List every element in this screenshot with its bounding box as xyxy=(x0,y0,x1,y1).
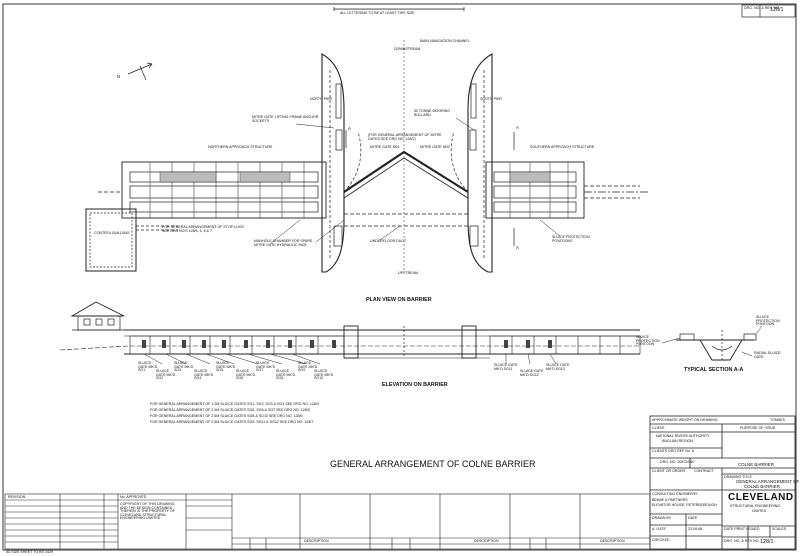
plan-view-title: PLAN VIEW ON BARRIER xyxy=(366,297,432,303)
tb-clients-ref-label: CLIENTS DRG REF No. & xyxy=(652,449,695,453)
tb-title-line2: COLNE BARRIER xyxy=(744,484,780,489)
sluice-gate-label: SLUICE GATE MK'D SG13 xyxy=(546,363,570,371)
ll-description-2: DESCRIPTION xyxy=(474,539,499,543)
section-mark-1: A xyxy=(348,126,351,131)
sluice-gate-label: SLUICE GATE MK'D SG4 xyxy=(194,369,214,381)
north-arrow-label: N xyxy=(117,74,121,79)
north-arrow-icon xyxy=(127,62,153,81)
drawing-title: GENERAL ARRANGEMENT OF COLNE BARRIER xyxy=(330,459,536,469)
tb-client-region: ANGLIAN REGION xyxy=(662,439,693,443)
sluice-gate-label: SLUICE GATE MK'D SG3 xyxy=(174,361,194,373)
sluice-gate-label: SLUICE GATE MK'D SG8 xyxy=(276,369,296,381)
sluice-gate-label: SLUICE GATE MK'D SG6 xyxy=(236,369,256,381)
sluice-protection-label: SLUICE PROTECTION PONTOONS xyxy=(552,235,590,243)
ll-description-3: DESCRIPTION xyxy=(600,539,625,543)
tb-weight-label: APPROXIMATE WEIGHT ON DRAWING xyxy=(652,418,718,422)
tb-consulting-addr: ELEVATOR HOUSE, PETERBOROUGH xyxy=(652,503,717,507)
note-3: FOR GENERAL ARRANGEMENT OF 2.5M SLUICE G… xyxy=(150,414,303,418)
sluice-gate-label: SLUICE GATE MK'D SG5 xyxy=(216,361,236,373)
tb-drawn-initials: A. GATE xyxy=(652,527,666,531)
note-1: FOR GENERAL ARRANGEMENT OF 1.2M SLUICE G… xyxy=(150,402,319,406)
tb-drawing-title-label: DRAWING TITLE xyxy=(724,475,752,479)
section-pontoon-label: SLUICE PROTECTION PONTOON xyxy=(636,335,660,347)
header-drg-number: 128/1 xyxy=(770,7,784,13)
section-mark-3: A xyxy=(516,245,519,250)
south-approach-label: SOUTHERN APPROACH STRUCTURE xyxy=(530,145,595,149)
note-2: FOR GENERAL ARRANGEMENT OF 2.0M SLUICE G… xyxy=(150,408,310,412)
control-building-label: CONTROL BUILDING xyxy=(94,231,130,235)
section-a-a-drawing xyxy=(661,325,763,361)
note-4: FOR GENERAL ARRANGEMENT OF 2.5M SLUICE G… xyxy=(150,420,314,424)
sluice-gate-label: SLUICE GATE MK'D SG11 xyxy=(494,363,518,371)
stop-logs-note: FOR GENERAL ARRANGEMENT OF STOP LOGS SEE… xyxy=(162,225,244,233)
tb-client-label: CLIENT xyxy=(652,426,665,430)
ll-no-label: No. APPROVED xyxy=(120,495,147,499)
tb-weight-unit: TONNES xyxy=(770,418,785,422)
tb-purpose-label: PURPOSE OF ISSUE xyxy=(740,426,776,430)
south-pier-outline xyxy=(467,53,493,273)
tb-contract-label: CONTRACT xyxy=(694,469,714,473)
tb-date: 23-09-86 xyxy=(688,527,703,531)
tb-drawn-by: DRAWN BY xyxy=(652,516,672,520)
header-drg-label: DRG. NO. & REV. NO. xyxy=(744,6,781,10)
north-pier-outline xyxy=(321,53,345,273)
mitre-gate-note: (FOR GENERAL ARRANGEMENT OF MITRE GATES … xyxy=(368,133,442,141)
tb-title-line1: GENERAL ARRANGEMENT OF xyxy=(736,479,800,484)
north-pier-label: NORTH PIER xyxy=(310,97,333,101)
sluice-gate-label: SLUICE GATE MK'D SG1 xyxy=(138,361,158,373)
ll-copyright: COPYRIGHT OF THIS DRAWING AND THE DESIGN… xyxy=(120,502,175,521)
lettering-note: ALL LETTERING TO BE AT LEAST THIS SIZE xyxy=(340,11,415,15)
ll-sheet-note: A0 SIZE SHEET TO BS 3429 xyxy=(6,550,53,554)
tb-scales: SCALES xyxy=(772,527,787,531)
main-channel-label: MAIN NAVIGATION CHANNEL xyxy=(420,39,470,43)
radial-gate-label: RADIAL SLUICE GATE xyxy=(754,351,781,359)
sluice-gate-label: SLUICE GATE MK'D SG12 xyxy=(520,369,544,377)
mitre-gate-m02-label: MITRE GATE M02 xyxy=(420,145,450,149)
upstream-label: UPSTREAM xyxy=(398,271,418,275)
north-approach-label: NORTHERN APPROACH STRUCTURE xyxy=(208,145,273,149)
ll-description-1: DESCRIPTION xyxy=(304,539,329,543)
sluice-gate-label: SLUICE GATE MK'D SG7 xyxy=(256,361,276,373)
tb-contract-name: COLNE BARRIER xyxy=(738,462,774,467)
tb-date-print: DATE PRINT ISSUED xyxy=(724,527,760,531)
elevation-title: ELEVATION ON BARRIER xyxy=(382,382,448,388)
section-title: TYPICAL SECTION A-A xyxy=(684,367,744,373)
mitre-gate-m01-label: MITRE GATE M01 xyxy=(370,145,400,149)
ll-revision-label: REVISION xyxy=(8,495,26,499)
tb-company-ltd: LIMITED xyxy=(752,509,767,513)
section-mark-2: A xyxy=(516,125,519,130)
tb-client-name: NATIONAL RIVERS AUTHORITY xyxy=(656,434,710,438)
tb-consulting-label: CONSULTING ENGINEERS xyxy=(652,492,698,496)
tb-drg-rev-label: DRG. NO. & REV NO. xyxy=(724,539,760,543)
tb-clients-ref: DRG. NO. 30572/040 xyxy=(660,460,695,464)
manhole-note: MANHOLE CHAMBER FOR SPARE MITRE GATE HYD… xyxy=(254,239,313,247)
mitre-lifting-label: MITRE GATE LIFTING FRAME ANCHOR SOCKETS xyxy=(252,115,319,123)
sluice-gate-label: SLUICE GATE MK'D SG10 xyxy=(314,369,334,381)
tb-client-order: CLIENT OR ORDER xyxy=(652,469,686,473)
tb-consulting-name: BINNIE & PARTNERS xyxy=(652,498,688,502)
section-pontoon-label-2: SLUICE PROTECTION PONTOON xyxy=(756,315,780,327)
tb-date-label: DATE xyxy=(688,516,698,520)
downstream-label: DOWNSTREAM xyxy=(394,47,421,51)
sluice-gate-label: SLUICE GATE MK'D SG9 xyxy=(298,361,318,373)
tb-company-sub: STRUCTURAL ENGINEERING xyxy=(730,504,781,508)
sluice-gate-label: SLUICE GATE MK'D SG2 xyxy=(156,369,176,381)
underfloor-duct-label: UNDERFLOOR DUCT xyxy=(370,239,407,243)
tb-drg-number: 128/1 xyxy=(760,539,774,545)
tb-checked: CHECKED xyxy=(652,538,670,542)
tb-company: CLEVELAND xyxy=(728,492,794,503)
south-pier-label: SOUTH PIER xyxy=(480,97,502,101)
mooring-bollard-label: 50 TONNE MOORING BOLLARD xyxy=(414,109,451,117)
